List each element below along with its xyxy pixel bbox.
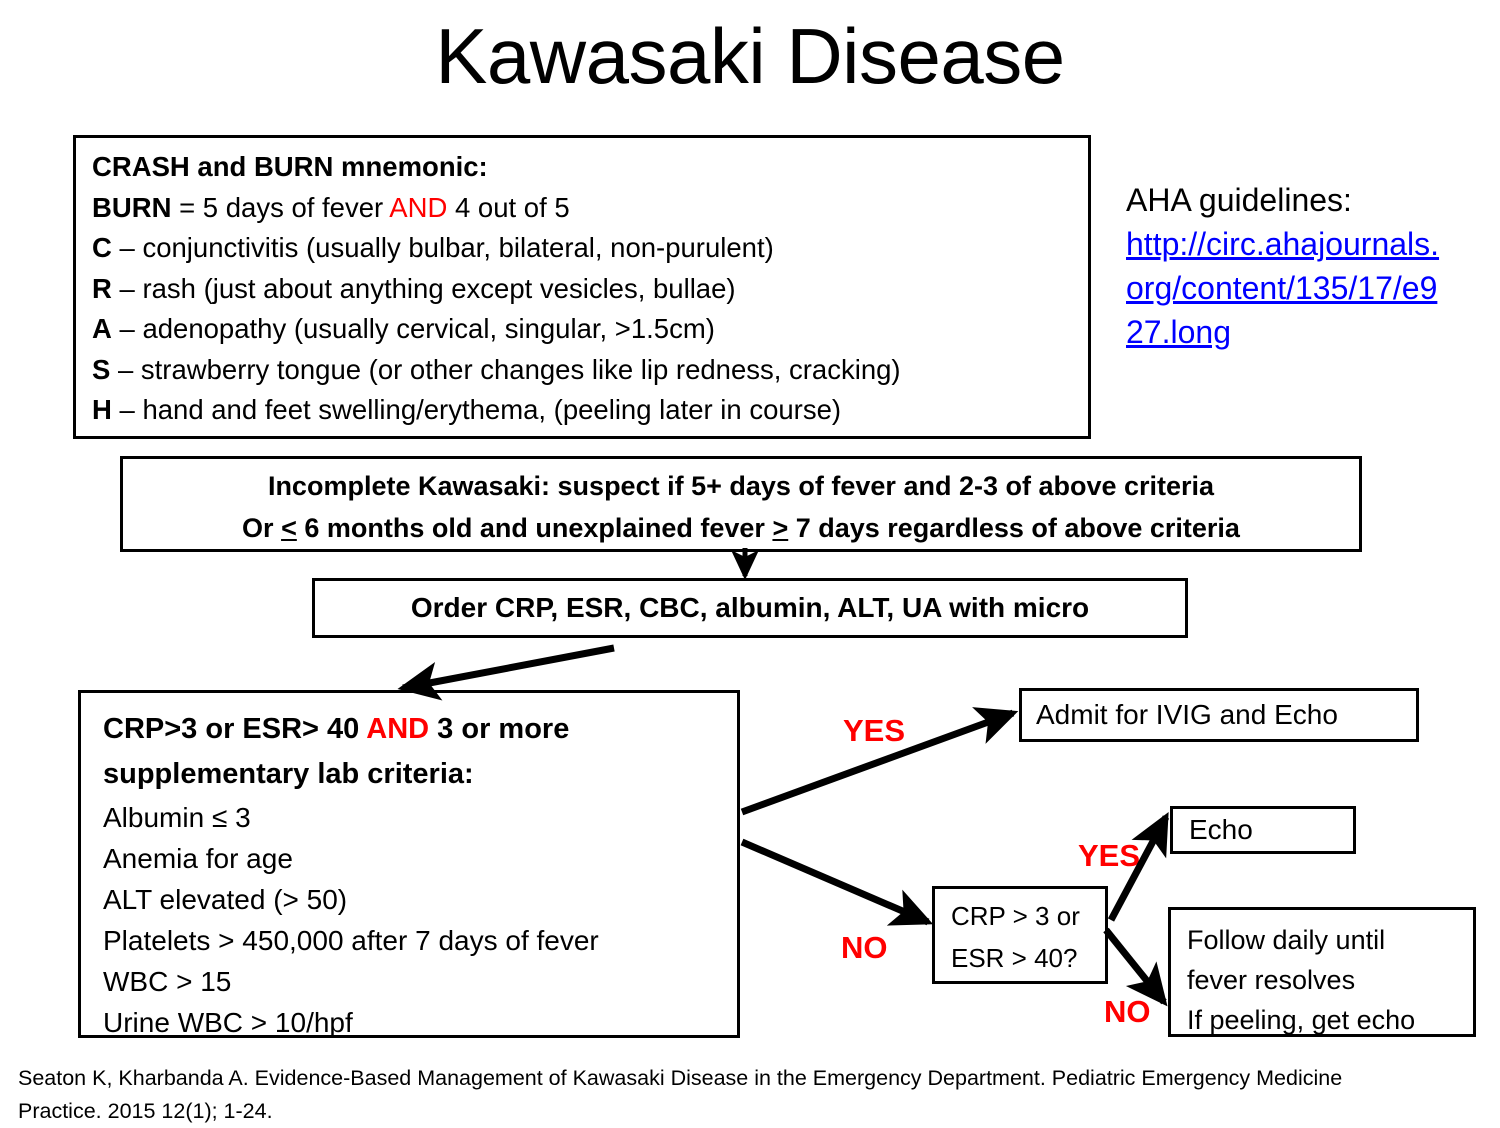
- follow-line-2: fever resolves: [1187, 965, 1356, 995]
- admit-ivig-echo-text: Admit for IVIG and Echo: [1036, 699, 1338, 730]
- incomplete-line2-part-b: 6 months old and unexplained fever: [296, 513, 773, 543]
- follow-daily-box: Follow daily until fever resolves If pee…: [1168, 907, 1476, 1037]
- burn-and-keyword: AND: [389, 191, 448, 223]
- arrow-decision-to-follow: [1103, 927, 1168, 1007]
- burn-label: BURN: [92, 191, 172, 223]
- mnemonic-heading-text: CRASH and BURN mnemonic:: [92, 151, 488, 182]
- criteria-item-wbc: WBC > 15: [103, 966, 232, 997]
- crash-burn-mnemonic-box: CRASH and BURN mnemonic: BURN = 5 days o…: [73, 135, 1091, 439]
- edge-label-yes-admit: YES: [843, 713, 906, 748]
- criteria-item-alt: ALT elevated (> 50): [103, 884, 348, 915]
- burn-text-after: 4 out of 5: [447, 191, 570, 223]
- crp-esr-decision-box: CRP > 3 or ESR > 40?: [932, 886, 1108, 984]
- mnemonic-item-s: S – strawberry tongue (or other changes …: [92, 350, 1088, 391]
- arrow-criteria-to-decision: [740, 838, 934, 926]
- mnemonic-item-a: A – adenopathy (usually cervical, singul…: [92, 309, 1088, 350]
- mnemonic-text-c: – conjunctivitis (usually bulbar, bilate…: [111, 232, 774, 263]
- order-labs-text: Order CRP, ESR, CBC, albumin, ALT, UA wi…: [410, 592, 1090, 623]
- mnemonic-text-s: – strawberry tongue (or other changes li…: [110, 353, 901, 385]
- citation-line-1: Seaton K, Kharbanda A. Evidence-Based Ma…: [18, 1066, 1343, 1090]
- criteria-item-anemia: Anemia for age: [103, 843, 293, 874]
- incomplete-line-2: Or < 6 months old and unexplained fever …: [123, 507, 1359, 549]
- edge-label-no-decision: NO: [841, 930, 888, 965]
- follow-line-1: Follow daily until: [1187, 925, 1386, 955]
- criteria-item-platelets: Platelets > 450,000 after 7 days of feve…: [103, 925, 599, 956]
- edge-label-yes-echo: YES: [1078, 838, 1141, 873]
- incomplete-line-1: Incomplete Kawasaki: suspect if 5+ days …: [267, 471, 1215, 501]
- mnemonic-text-r: – rash (just about anything except vesic…: [111, 272, 736, 304]
- incomplete-kawasaki-box: Incomplete Kawasaki: suspect if 5+ days …: [120, 456, 1362, 552]
- aha-guidelines-block: AHA guidelines: http://circ.ahajournals.…: [1126, 178, 1446, 354]
- decision-line-2: ESR > 40?: [951, 943, 1078, 973]
- order-labs-box: Order CRP, ESR, CBC, albumin, ALT, UA wi…: [312, 578, 1188, 638]
- less-than-or-equal-symbol: <: [281, 513, 297, 543]
- criteria-item-albumin: Albumin ≤ 3: [103, 802, 251, 833]
- admit-ivig-echo-box: Admit for IVIG and Echo: [1019, 688, 1419, 742]
- burn-text-before: = 5 days of fever: [171, 191, 390, 223]
- criteria-head-part-b: 3 or more: [429, 713, 570, 745]
- criteria-head-part-a: CRP>3 or ESR> 40: [103, 713, 367, 745]
- citation-block: Seaton K, Kharbanda A. Evidence-Based Ma…: [18, 1062, 1448, 1128]
- mnemonic-text-h: – hand and feet swelling/erythema, (peel…: [111, 394, 842, 425]
- criteria-item-urine-wbc: Urine WBC > 10/hpf: [103, 1007, 353, 1038]
- mnemonic-letter-c: C: [92, 232, 112, 263]
- aha-guidelines-label: AHA guidelines:: [1126, 182, 1352, 218]
- decision-line-1: CRP > 3 or: [951, 901, 1080, 931]
- page-title: Kawasaki Disease: [435, 12, 1065, 100]
- follow-line-3: If peeling, get echo: [1187, 1005, 1416, 1035]
- mnemonic-letter-a: A: [92, 313, 112, 344]
- greater-than-or-equal-symbol: >: [772, 513, 789, 543]
- criteria-heading-line-1: CRP>3 or ESR> 40 AND 3 or more: [103, 707, 737, 752]
- mnemonic-text-a: – adenopathy (usually cervical, singular…: [111, 313, 715, 344]
- mnemonic-heading: CRASH and BURN mnemonic:: [92, 147, 1088, 188]
- incomplete-line2-part-a: Or: [242, 513, 282, 543]
- edge-label-no-follow: NO: [1104, 994, 1151, 1029]
- mnemonic-item-r: R – rash (just about anything except ves…: [92, 269, 1088, 310]
- mnemonic-item-c: C – conjunctivitis (usually bulbar, bila…: [92, 228, 1088, 269]
- lab-criteria-box: CRP>3 or ESR> 40 AND 3 or more supplemen…: [78, 690, 740, 1038]
- incomplete-line2-part-c: 7 days regardless of above criteria: [788, 513, 1240, 543]
- criteria-heading-line-2: supplementary lab criteria:: [103, 758, 474, 790]
- mnemonic-letter-h: H: [92, 394, 112, 425]
- arrow-order-to-criteria: [397, 644, 615, 701]
- echo-text: Echo: [1189, 814, 1253, 845]
- criteria-and-keyword: AND: [366, 713, 430, 745]
- mnemonic-letter-s: S: [92, 353, 111, 385]
- aha-guidelines-link[interactable]: http://circ.ahajournals.org/content/135/…: [1126, 226, 1440, 350]
- mnemonic-item-h: H – hand and feet swelling/erythema, (pe…: [92, 390, 1088, 431]
- echo-box: Echo: [1170, 806, 1356, 854]
- mnemonic-letter-r: R: [92, 272, 112, 304]
- mnemonic-burn-line: BURN = 5 days of fever AND 4 out of 5: [92, 188, 1088, 229]
- citation-line-2: Practice. 2015 12(1); 1-24.: [18, 1099, 273, 1123]
